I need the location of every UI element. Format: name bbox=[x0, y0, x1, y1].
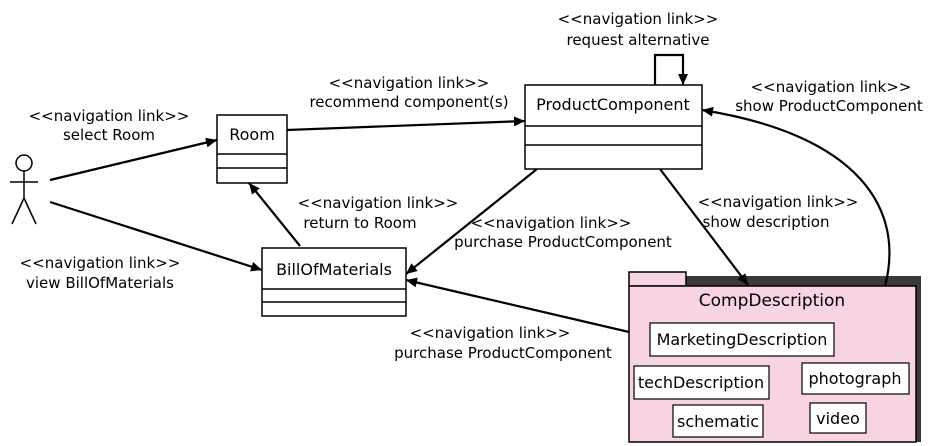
package-name: CompDescription bbox=[699, 291, 845, 311]
product-component-class[interactable]: ProductComponent bbox=[524, 84, 703, 170]
video-item: video bbox=[816, 409, 860, 428]
room-class-name: Room bbox=[229, 125, 275, 144]
return-room-label: return to Room bbox=[303, 214, 416, 232]
link-show-description[interactable] bbox=[659, 168, 749, 286]
link-view-bill-of-materials[interactable] bbox=[49, 200, 263, 272]
room-class[interactable]: Room bbox=[216, 114, 288, 184]
link-request-alternative[interactable] bbox=[653, 53, 688, 85]
show-pc-label: show ProductComponent bbox=[735, 97, 923, 115]
purchase-pc-top-label: purchase ProductComponent bbox=[454, 233, 672, 251]
link-purchase-product-component-from-description[interactable] bbox=[405, 277, 630, 334]
show-description-label: show description bbox=[703, 213, 830, 231]
request-alternative-stereotype: <<navigation link>> bbox=[558, 10, 719, 28]
purchase-pc-top-stereotype: <<navigation link>> bbox=[471, 214, 632, 232]
view-bom-label: view BillOfMaterials bbox=[26, 274, 174, 292]
recommend-stereotype: <<navigation link>> bbox=[329, 74, 490, 92]
purchase-pc-bottom-stereotype: <<navigation link>> bbox=[410, 324, 571, 342]
comp-description-package[interactable]: CompDescription MarketingDescription tec… bbox=[628, 271, 921, 443]
show-description-stereotype: <<navigation link>> bbox=[698, 193, 859, 211]
request-alternative-label: request alternative bbox=[566, 31, 709, 49]
photograph-item: photograph bbox=[809, 369, 902, 388]
select-room-stereotype: <<navigation link>> bbox=[29, 107, 190, 125]
return-room-stereotype: <<navigation link>> bbox=[298, 194, 459, 212]
marketing-description-item: MarketingDescription bbox=[657, 330, 828, 349]
link-select-room[interactable] bbox=[49, 137, 218, 182]
purchase-pc-bottom-label: purchase ProductComponent bbox=[394, 344, 612, 362]
select-room-label: select Room bbox=[63, 126, 155, 144]
link-return-to-room[interactable] bbox=[248, 182, 301, 247]
tech-description-item: techDescription bbox=[638, 373, 764, 392]
link-purchase-product-component-from-pc[interactable] bbox=[405, 168, 538, 275]
view-bom-stereotype: <<navigation link>> bbox=[20, 254, 181, 272]
product-component-class-name: ProductComponent bbox=[536, 95, 690, 114]
bill-of-materials-class-name: BillOfMaterials bbox=[276, 260, 392, 279]
actor-icon bbox=[10, 154, 38, 225]
link-show-product-component[interactable] bbox=[701, 106, 891, 287]
schematic-item: schematic bbox=[677, 412, 759, 431]
recommend-label: recommend component(s) bbox=[309, 93, 508, 111]
link-recommend-components[interactable] bbox=[286, 116, 526, 132]
show-pc-stereotype: <<navigation link>> bbox=[751, 78, 912, 96]
bill-of-materials-class[interactable]: BillOfMaterials bbox=[261, 247, 407, 317]
